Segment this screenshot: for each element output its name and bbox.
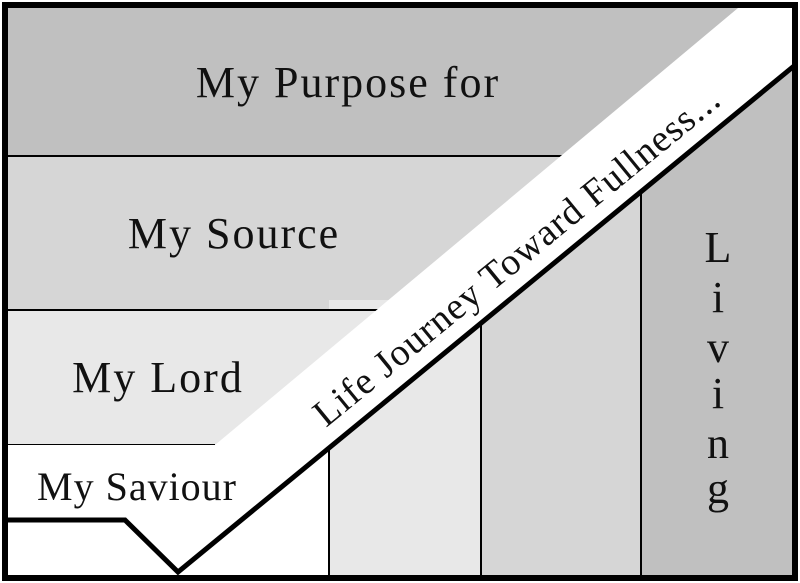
living-letter: L <box>705 223 732 272</box>
living-letter: g <box>707 464 729 513</box>
journey-band-edge <box>8 64 796 576</box>
living-letter: v <box>707 323 729 372</box>
row-label-source: My Source <box>128 209 340 258</box>
row-label-purpose: My Purpose for <box>196 58 500 107</box>
living-letter: i <box>712 273 724 322</box>
row-label-saviour: My Saviour <box>37 464 237 509</box>
living-letter: n <box>707 419 729 468</box>
living-letter: i <box>712 369 724 418</box>
journey-band <box>8 8 794 572</box>
column-label-living: L i v i n g <box>705 223 732 513</box>
row-label-lord: My Lord <box>72 353 244 402</box>
